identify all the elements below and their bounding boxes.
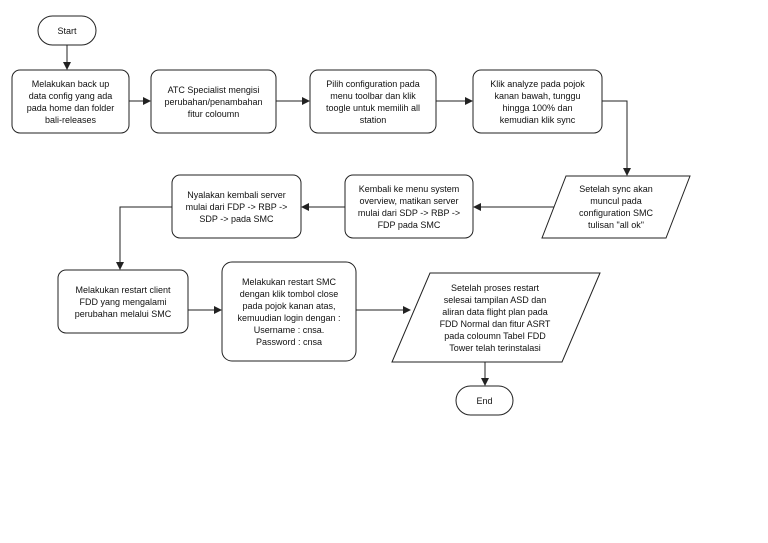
restart-servers-process-shape [171,174,302,239]
result-io-shape [391,272,601,363]
backup-process-shape [11,69,130,134]
connector-analyze-to-sync-ok [602,100,631,176]
start-terminal-shape [37,15,97,46]
connector-restart-servers-to-restart-client [116,206,172,270]
sync-ok-io-shape [541,175,691,239]
atc-process-shape [150,69,277,134]
end-terminal-shape [455,385,514,416]
restart-smc-process-shape [221,261,357,362]
restart-client-process-shape [57,269,189,334]
analyze-process-shape [472,69,603,134]
system-overview-process-shape [344,174,474,239]
config-process-shape [309,69,437,134]
